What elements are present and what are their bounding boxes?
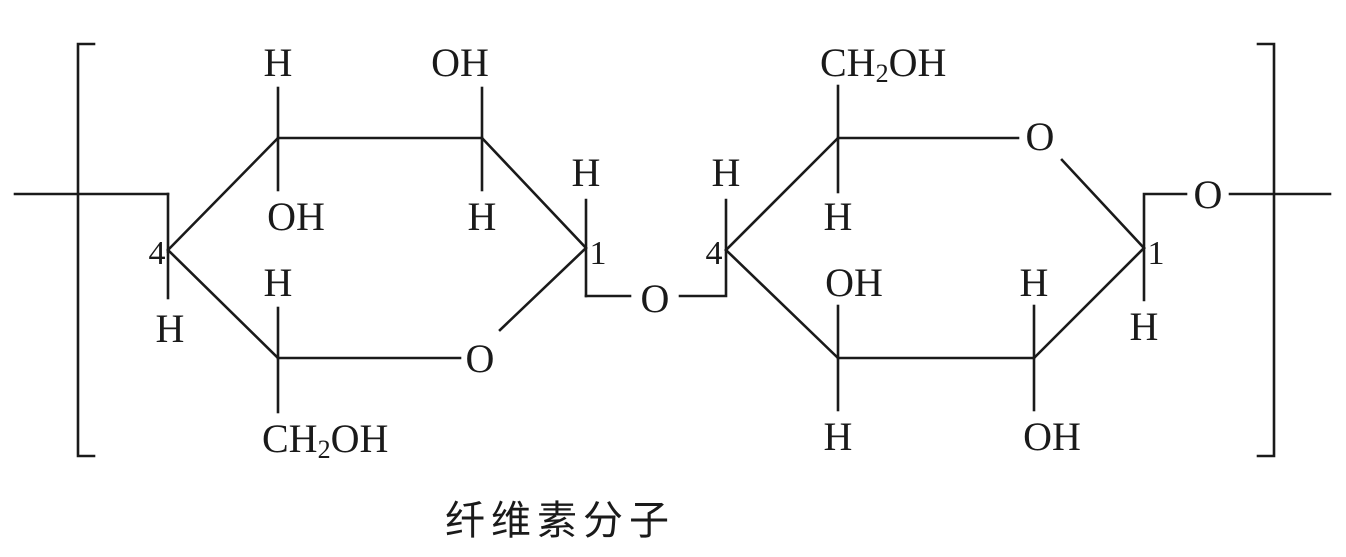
right-c4-number: 4 <box>706 235 723 272</box>
right-c1-h-label: H <box>1130 304 1159 349</box>
left-c3-oh-label: OH <box>267 194 325 239</box>
left-glucose-ring <box>166 86 588 414</box>
terminal-oxygen: O <box>1194 172 1223 217</box>
glycosidic-oxygen: O <box>641 276 670 321</box>
right-ring-lower-bonds <box>724 246 1146 360</box>
right-bracket <box>1256 42 1276 458</box>
right-ring-oxygen: O <box>1026 114 1055 159</box>
left-c5-h-label: H <box>264 260 293 305</box>
right-c1-vertical-bond <box>1142 192 1188 302</box>
right-c2-oh-label: OH <box>1023 414 1081 459</box>
right-c3-oh-label: OH <box>825 260 883 305</box>
left-c2-oh-label: OH <box>431 40 489 85</box>
right-ring-upper-bonds <box>724 136 1020 252</box>
left-c1-number: 1 <box>590 235 607 272</box>
left-c4-number: 4 <box>149 235 166 272</box>
left-bracket <box>76 42 96 458</box>
right-ring-o-c1-bond <box>1060 158 1146 250</box>
right-c2-h-label: H <box>1020 260 1049 305</box>
right-c3-h-label: H <box>824 414 853 459</box>
left-c3-h-label: H <box>264 40 293 85</box>
left-ring-lower-left-bond <box>166 248 280 360</box>
left-c1-h-label: H <box>572 150 601 195</box>
left-c4-h-label: H <box>156 306 185 351</box>
right-glucose-ring <box>724 84 1188 412</box>
caption-text: 纤维素分子 <box>445 498 675 544</box>
right-c1-number: 1 <box>1148 235 1165 272</box>
left-ch2oh-label: CH2OH <box>262 416 388 464</box>
right-c5-h-label: H <box>824 194 853 239</box>
left-ring-upper-bonds <box>166 136 588 332</box>
left-c2-h-label: H <box>468 194 497 239</box>
left-ring-oxygen: O <box>466 336 495 381</box>
right-c4-h-label: H <box>712 150 741 195</box>
bridge-bond-right <box>678 198 728 298</box>
right-ch2oh-label: CH2OH <box>820 40 946 88</box>
